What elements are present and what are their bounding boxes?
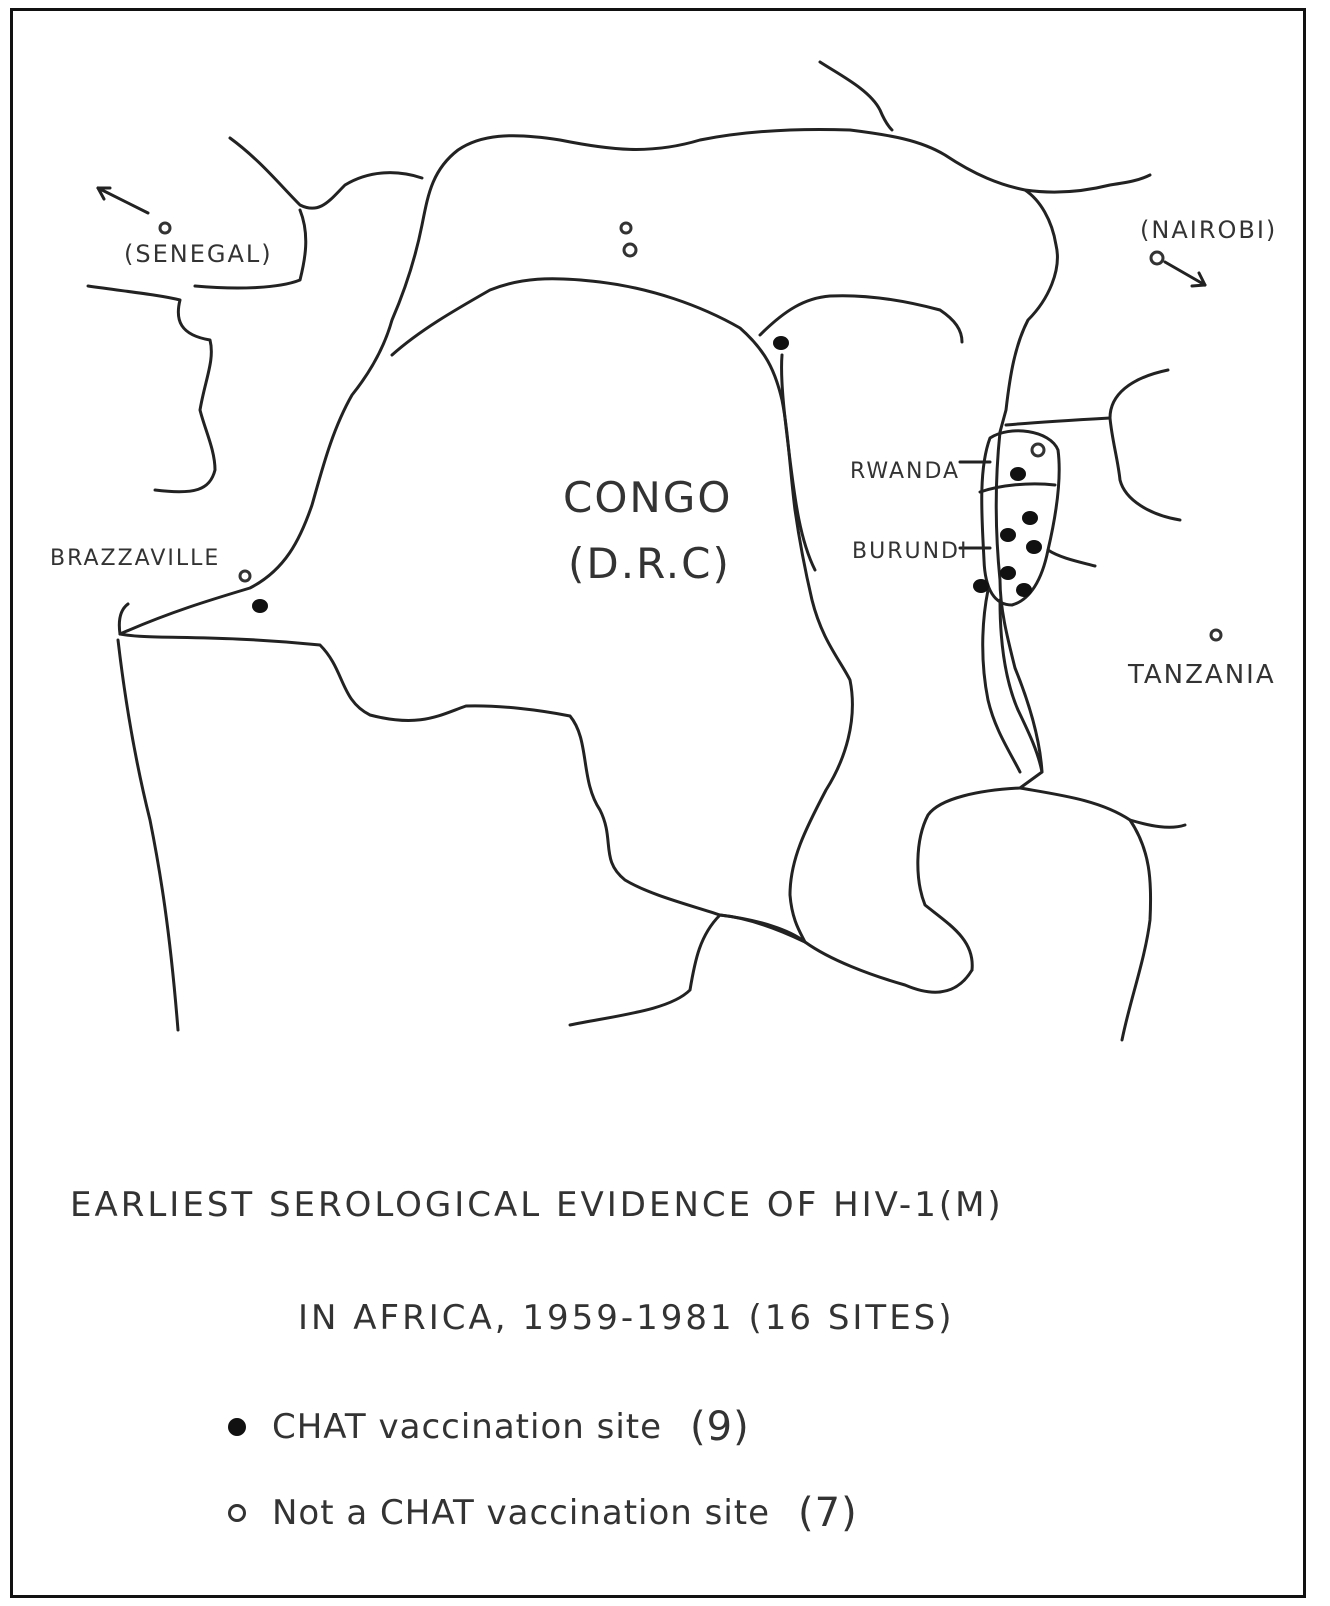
site-open-brazzaville [238, 569, 252, 583]
site-chat-burundi-3 [1026, 540, 1042, 554]
caption-title-line-2: IN AFRICA, 1959-1981 (16 SITES) [298, 1298, 955, 1338]
drc-border [118, 127, 1059, 636]
label-senegal: (SENEGAL) [124, 240, 273, 268]
site-open-north-2 [622, 242, 638, 258]
senegal-arrow [96, 186, 150, 215]
open-circle-icon [228, 1504, 246, 1522]
west-region-lines [228, 136, 424, 210]
label-tanzania: TANZANIA [1127, 660, 1276, 690]
site-chat-burundi-1 [1022, 511, 1038, 525]
site-chat-north [773, 336, 789, 350]
site-chat-rwanda [1010, 467, 1026, 481]
legend-item-chat: CHAT vaccination site (9) [228, 1404, 750, 1450]
site-open-senegal [158, 221, 172, 235]
label-brazzaville: BRAZZAVILLE [50, 546, 220, 571]
eastern-river [780, 353, 817, 572]
site-chat-burundi-4 [1000, 566, 1016, 580]
legend-count-not-chat: (7) [798, 1490, 858, 1536]
lake-tanganyika-west [981, 588, 1022, 774]
drc-south-border [118, 632, 974, 994]
legend-label-not-chat: Not a CHAT vaccination site [272, 1493, 771, 1533]
label-burundi: BURUNDI [852, 539, 968, 564]
congo-river [390, 277, 854, 944]
legend-item-not-chat: Not a CHAT vaccination site (7) [228, 1490, 858, 1536]
nairobi-arrow [1163, 260, 1207, 287]
filled-circle-icon [228, 1418, 246, 1436]
label-nairobi: (NAIROBI) [1140, 216, 1277, 244]
legend-label-chat: CHAT vaccination site [272, 1407, 663, 1447]
caption-title-line-1: EARLIEST SEROLOGICAL EVIDENCE OF HIV-1(M… [70, 1185, 1004, 1225]
site-open-tanzania [1209, 628, 1223, 642]
site-open-nairobi [1149, 250, 1165, 266]
lake-tanganyika-east [998, 598, 1044, 774]
site-chat-kinshasa [252, 599, 268, 613]
legend-count-chat: (9) [690, 1404, 750, 1450]
site-chat-west-lake [973, 579, 989, 593]
drc-southeast-border [916, 578, 1044, 972]
northern-river [758, 294, 964, 344]
label-rwanda: RWANDA [850, 459, 960, 484]
site-open-rwanda [1030, 442, 1046, 458]
label-drc: (D.R.C) [568, 539, 731, 588]
rwanda-burundi-outline [980, 429, 1061, 607]
west-coast-line [117, 602, 130, 636]
site-open-north-1 [619, 221, 633, 235]
site-chat-burundi-2 [1000, 528, 1016, 542]
rwanda-burundi-divider [978, 482, 1057, 494]
site-chat-burundi-5 [1016, 583, 1032, 597]
label-congo: CONGO [563, 473, 732, 522]
